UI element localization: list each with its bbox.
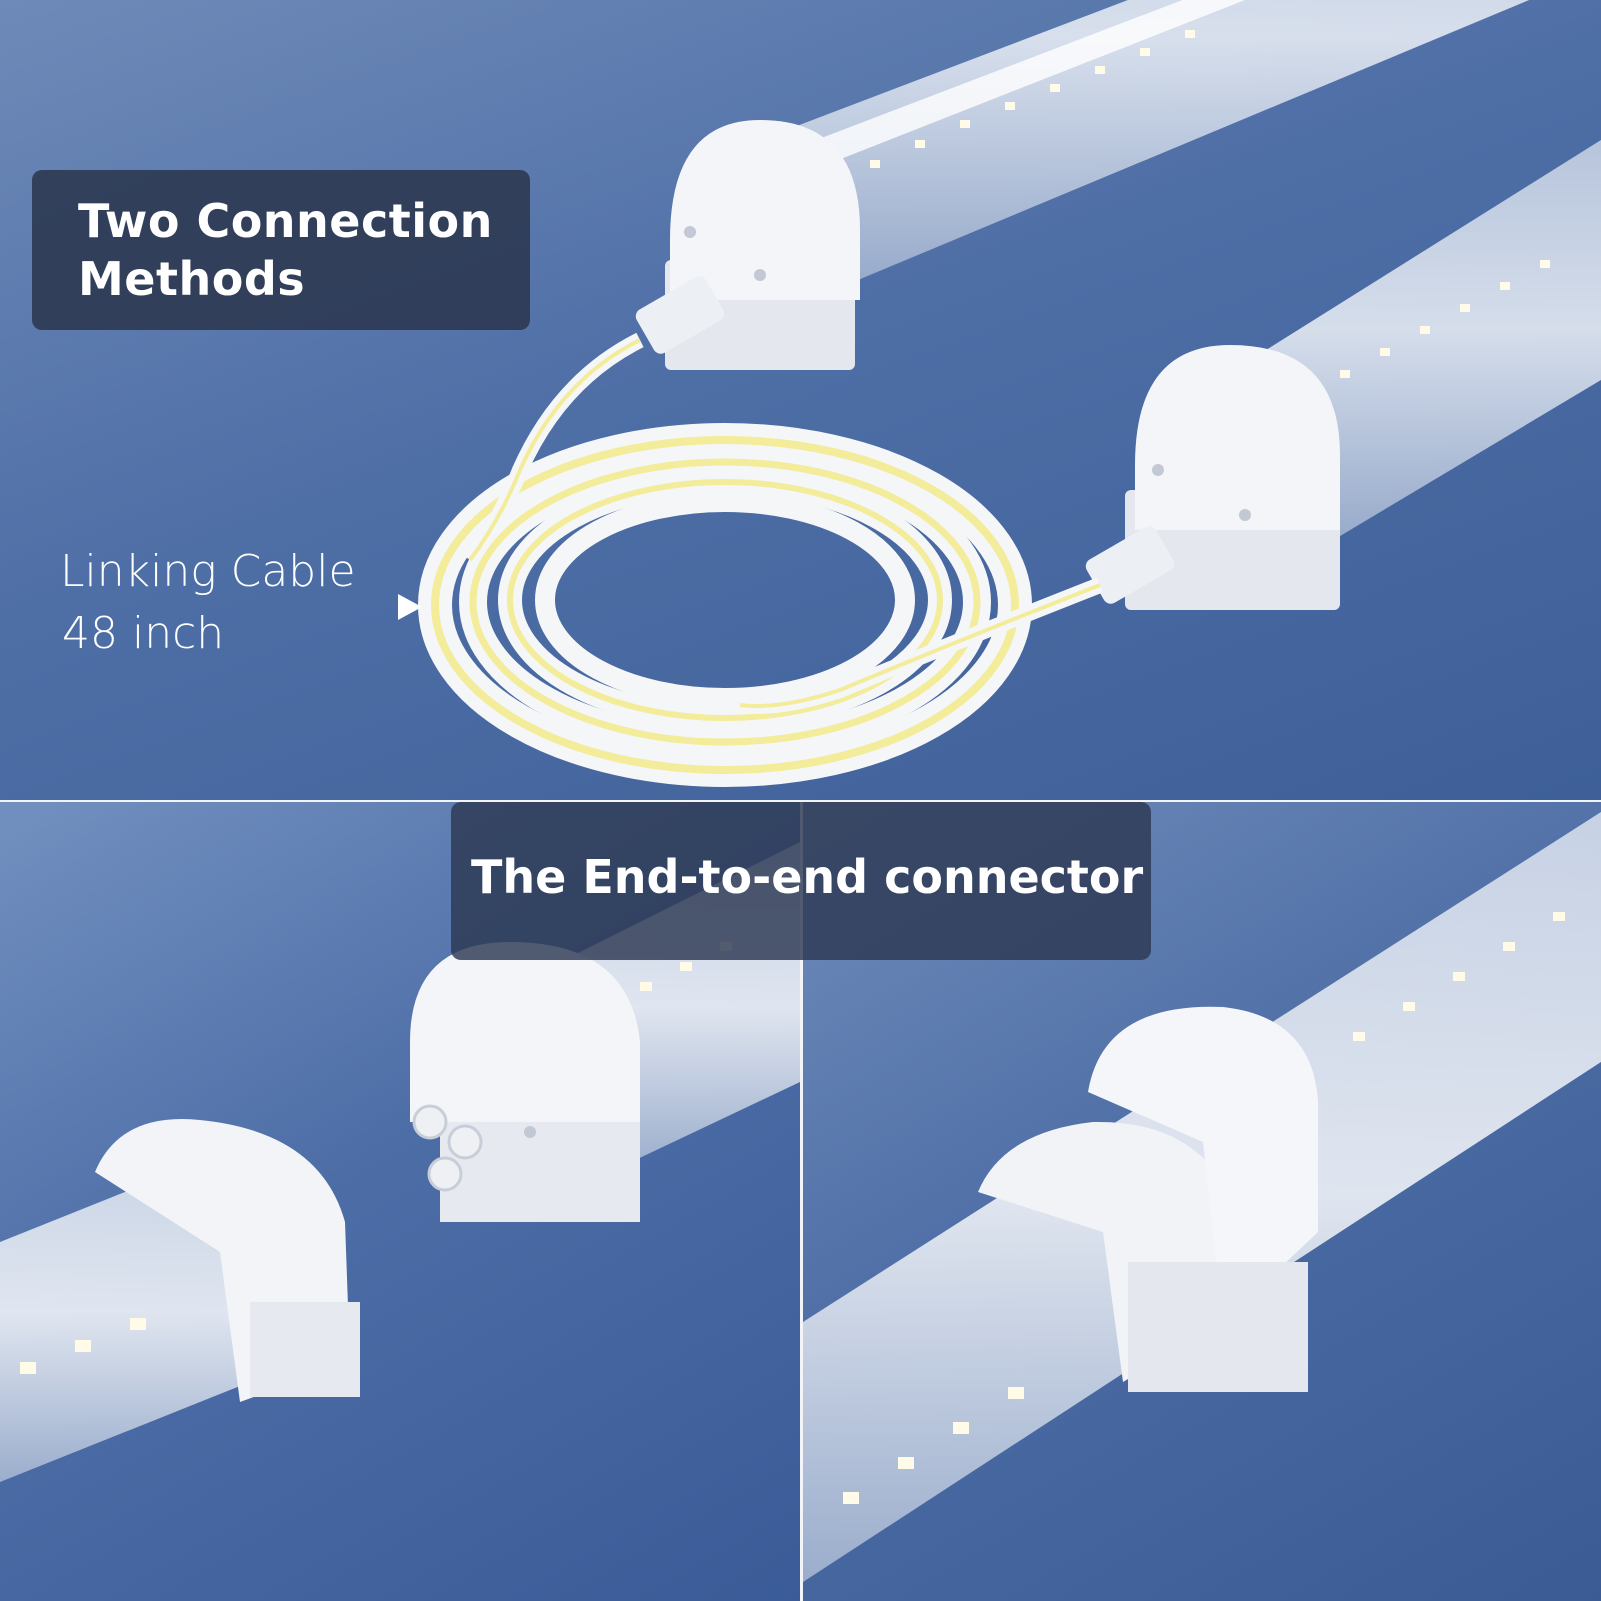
right-end-cap bbox=[410, 942, 640, 1222]
end-to-end-connector-title-box: The End-to-end connector bbox=[451, 802, 1151, 960]
upper-light-tube bbox=[760, 0, 1530, 300]
linking-cable-illustration bbox=[418, 0, 1601, 787]
title-line-2: Methods bbox=[78, 252, 306, 306]
connector-title: The End-to-end connector bbox=[471, 850, 1144, 904]
cable-length: 48 inch bbox=[62, 608, 225, 659]
play-arrow-icon bbox=[398, 594, 422, 620]
separated-connector-illustration bbox=[0, 842, 800, 1482]
lower-end-cap bbox=[1085, 345, 1340, 610]
left-end-cap bbox=[95, 1119, 360, 1402]
end-to-end-joint bbox=[978, 1006, 1318, 1392]
coiled-linking-cable bbox=[418, 332, 1103, 787]
separated-connector-panel bbox=[0, 802, 800, 1601]
connection-methods-title-box: Two Connection Methods bbox=[32, 170, 530, 330]
vertical-divider bbox=[800, 802, 803, 1601]
title-line-1: Two Connection bbox=[78, 194, 493, 248]
upper-end-cap bbox=[635, 120, 860, 370]
cable-label: Linking Cable bbox=[60, 546, 356, 597]
horizontal-divider bbox=[0, 800, 1601, 802]
linking-cable-panel: Two Connection Methods Linking Cable 48 … bbox=[0, 0, 1601, 800]
joined-connector-illustration bbox=[803, 812, 1601, 1582]
